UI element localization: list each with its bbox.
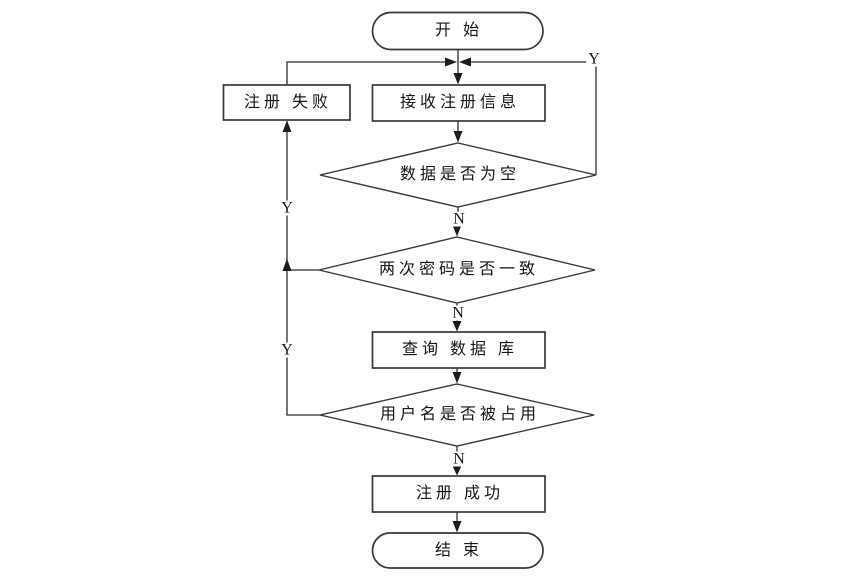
edge-label-n-data-empty: N: [451, 210, 467, 228]
node-username-taken-label: 用户名是否被占用: [379, 406, 541, 423]
node-register-fail-label: 注册 失败: [243, 94, 333, 111]
receive-info-process-shape: [371, 84, 546, 122]
username-taken-decision-shape: [319, 383, 595, 447]
arrowhead-left-merge-up-icon: [282, 258, 292, 271]
node-password-match-label: 两次密码是否一致: [378, 261, 540, 278]
arrowhead-into-query-icon: [452, 321, 462, 332]
arrowheads: [282, 57, 471, 533]
arrowhead-into-username-icon: [452, 372, 462, 384]
register-fail-process-shape: [222, 84, 351, 121]
password-match-decision-shape: [318, 236, 596, 304]
node-end-label: 结 束: [434, 542, 484, 559]
data-empty-decision-shape: [319, 142, 597, 208]
edge-left-vertical-lower: [286, 270, 320, 416]
node-start-label: 开 始: [434, 22, 484, 39]
node-query-db-label: 查询 数据 库: [401, 341, 519, 358]
arrowhead-into-fail-icon: [282, 120, 292, 132]
arrowhead-into-success-icon: [452, 466, 462, 476]
edge-label-y-username-taken: Y: [279, 341, 295, 359]
edge-fail-to-junction: [286, 61, 445, 85]
node-shapes: [222, 11, 597, 569]
edge-label-n-password-match: N: [450, 304, 466, 322]
arrowhead-into-end-icon: [452, 521, 462, 533]
end-terminator-shape: [371, 532, 544, 569]
arrowhead-into-receive-icon: [453, 73, 463, 85]
edge-label-n-username-taken: N: [451, 450, 467, 468]
connector-lines: [286, 48, 597, 522]
node-receive-info-label: 接收注册信息: [399, 94, 521, 111]
arrowhead-into-password-icon: [452, 225, 462, 237]
edge-label-y-password-match: Y: [279, 199, 295, 217]
register-success-process-shape: [371, 475, 546, 513]
edge-label-y-data-empty: Y: [586, 50, 602, 68]
arrowhead-junction-right-icon: [445, 57, 457, 67]
arrowhead-junction-left-icon: [459, 57, 471, 67]
arrowhead-into-data-empty-icon: [453, 131, 463, 143]
query-db-process-shape: [371, 331, 546, 369]
start-terminator-shape: [371, 11, 544, 51]
node-register-success-label: 注册 成功: [415, 485, 505, 502]
node-data-empty-label: 数据是否为空: [399, 166, 521, 183]
